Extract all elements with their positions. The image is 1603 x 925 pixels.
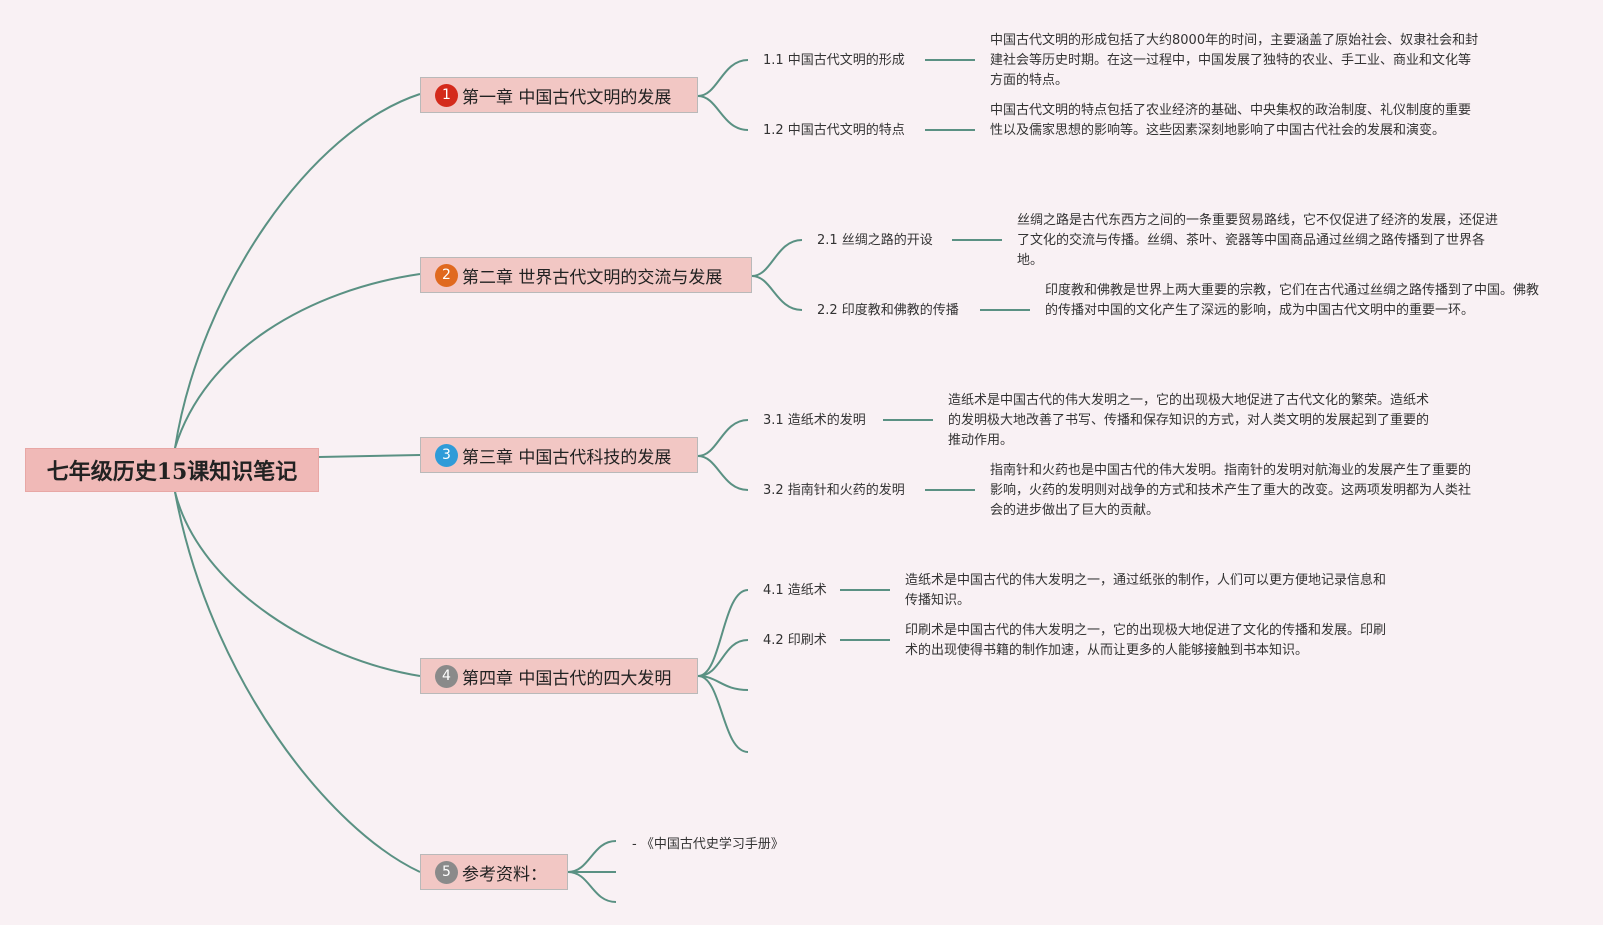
chapter-2-title: 第二章 世界古代文明的交流与发展 [462,267,723,288]
chapter-1-number-badge: 1 [435,83,458,107]
ch1-to-sub2-link [697,95,749,131]
chapter-4-title: 第四章 中国古代的四大发明 [462,668,672,689]
subtopic-1-2[interactable]: 1.2 中国古代文明的特点 [763,123,905,138]
root-to-ch2-link [174,273,421,449]
ch4-to-sub1-link [697,589,749,677]
chapter-3-title: 第三章 中国古代科技的发展 [462,447,672,468]
reference-item[interactable]: - 《中国古代史学习手册》 [632,837,784,852]
chapter-5-title: 参考资料： [462,864,547,885]
subtopic-1-1-description: 中国古代文明的形成包括了大约8000年的时间，主要涵盖了原始社会、奴隶社会和封建… [990,33,1479,88]
root-to-ch1-link [174,93,421,449]
subtopic-3-2[interactable]: 3.2 指南针和火药的发明 [763,483,905,498]
subtopic-3-1[interactable]: 3.1 造纸术的发明 [763,413,866,428]
ch5-to-ref1-link [567,840,617,873]
chapter-3-number-badge: 3 [435,443,458,467]
subtopic-3-1-description: 造纸术是中国古代的伟大发明之一，它的出现极大地促进了古代文化的繁荣。造纸术的发明… [948,393,1430,448]
subtopic-4-1[interactable]: 4.1 造纸术 [763,583,827,598]
chapter-2-node[interactable]: 2 第二章 世界古代文明的交流与发展 [420,257,752,293]
subtopic-2-1[interactable]: 2.1 丝绸之路的开设 [817,233,933,248]
subtopic-1-1[interactable]: 1.1 中国古代文明的形成 [763,53,905,68]
ch2-to-sub2-link [751,275,803,311]
subtopic-4-1-description: 造纸术是中国古代的伟大发明之一，通过纸张的制作，人们可以更方便地记录信息和传播知… [905,573,1387,608]
subtopic-4-2-description: 印刷术是中国古代的伟大发明之一，它的出现极大地促进了文化的传播和发展。印刷术的出… [905,623,1387,658]
chapter-2-number-badge: 2 [435,263,458,287]
subtopic-4-2[interactable]: 4.2 印刷术 [763,633,827,648]
ch4-to-sub2-link [697,639,749,677]
root-title: 七年级历史15课知识笔记 [46,459,298,485]
ch3-to-sub2-link [697,455,749,491]
ch3-to-sub1-link [697,419,749,457]
ch2-to-sub1-link [751,239,803,277]
subtopic-2-1-description: 丝绸之路是古代东西方之间的一条重要贸易路线，它不仅促进了经济的发展，还促进了文化… [1017,213,1499,268]
subtopic-2-2[interactable]: 2.2 印度教和佛教的传播 [817,303,959,318]
chapter-1-node[interactable]: 1 第一章 中国古代文明的发展 [420,77,698,113]
ch5-to-empty3-link [567,871,617,903]
root-to-ch3-link [318,454,421,458]
subtopic-3-2-description: 指南针和火药也是中国古代的伟大发明。指南针的发明对航海业的发展产生了重要的影响，… [990,463,1472,518]
root-to-ch5-link [174,491,421,873]
ch4-to-empty4-link [697,675,749,753]
chapter-1-title: 第一章 中国古代文明的发展 [462,87,672,108]
chapter-4-node[interactable]: 4 第四章 中国古代的四大发明 [420,658,698,694]
subtopic-2-2-description: 印度教和佛教是世界上两大重要的宗教，它们在古代通过丝绸之路传播到了中国。佛教的传… [1045,283,1540,318]
ch1-to-sub1-link [697,59,749,97]
root-node[interactable]: 七年级历史15课知识笔记 [25,448,319,492]
chapter-5-number-badge: 5 [435,860,458,884]
subtopic-1-2-description: 中国古代文明的特点包括了农业经济的基础、中央集权的政治制度、礼仪制度的重要性以及… [990,103,1472,138]
chapter-4-number-badge: 4 [435,664,458,688]
chapter-3-node[interactable]: 3 第三章 中国古代科技的发展 [420,437,698,473]
root-to-ch4-link [174,491,421,677]
chapter-5-node[interactable]: 5 参考资料： [420,854,568,890]
